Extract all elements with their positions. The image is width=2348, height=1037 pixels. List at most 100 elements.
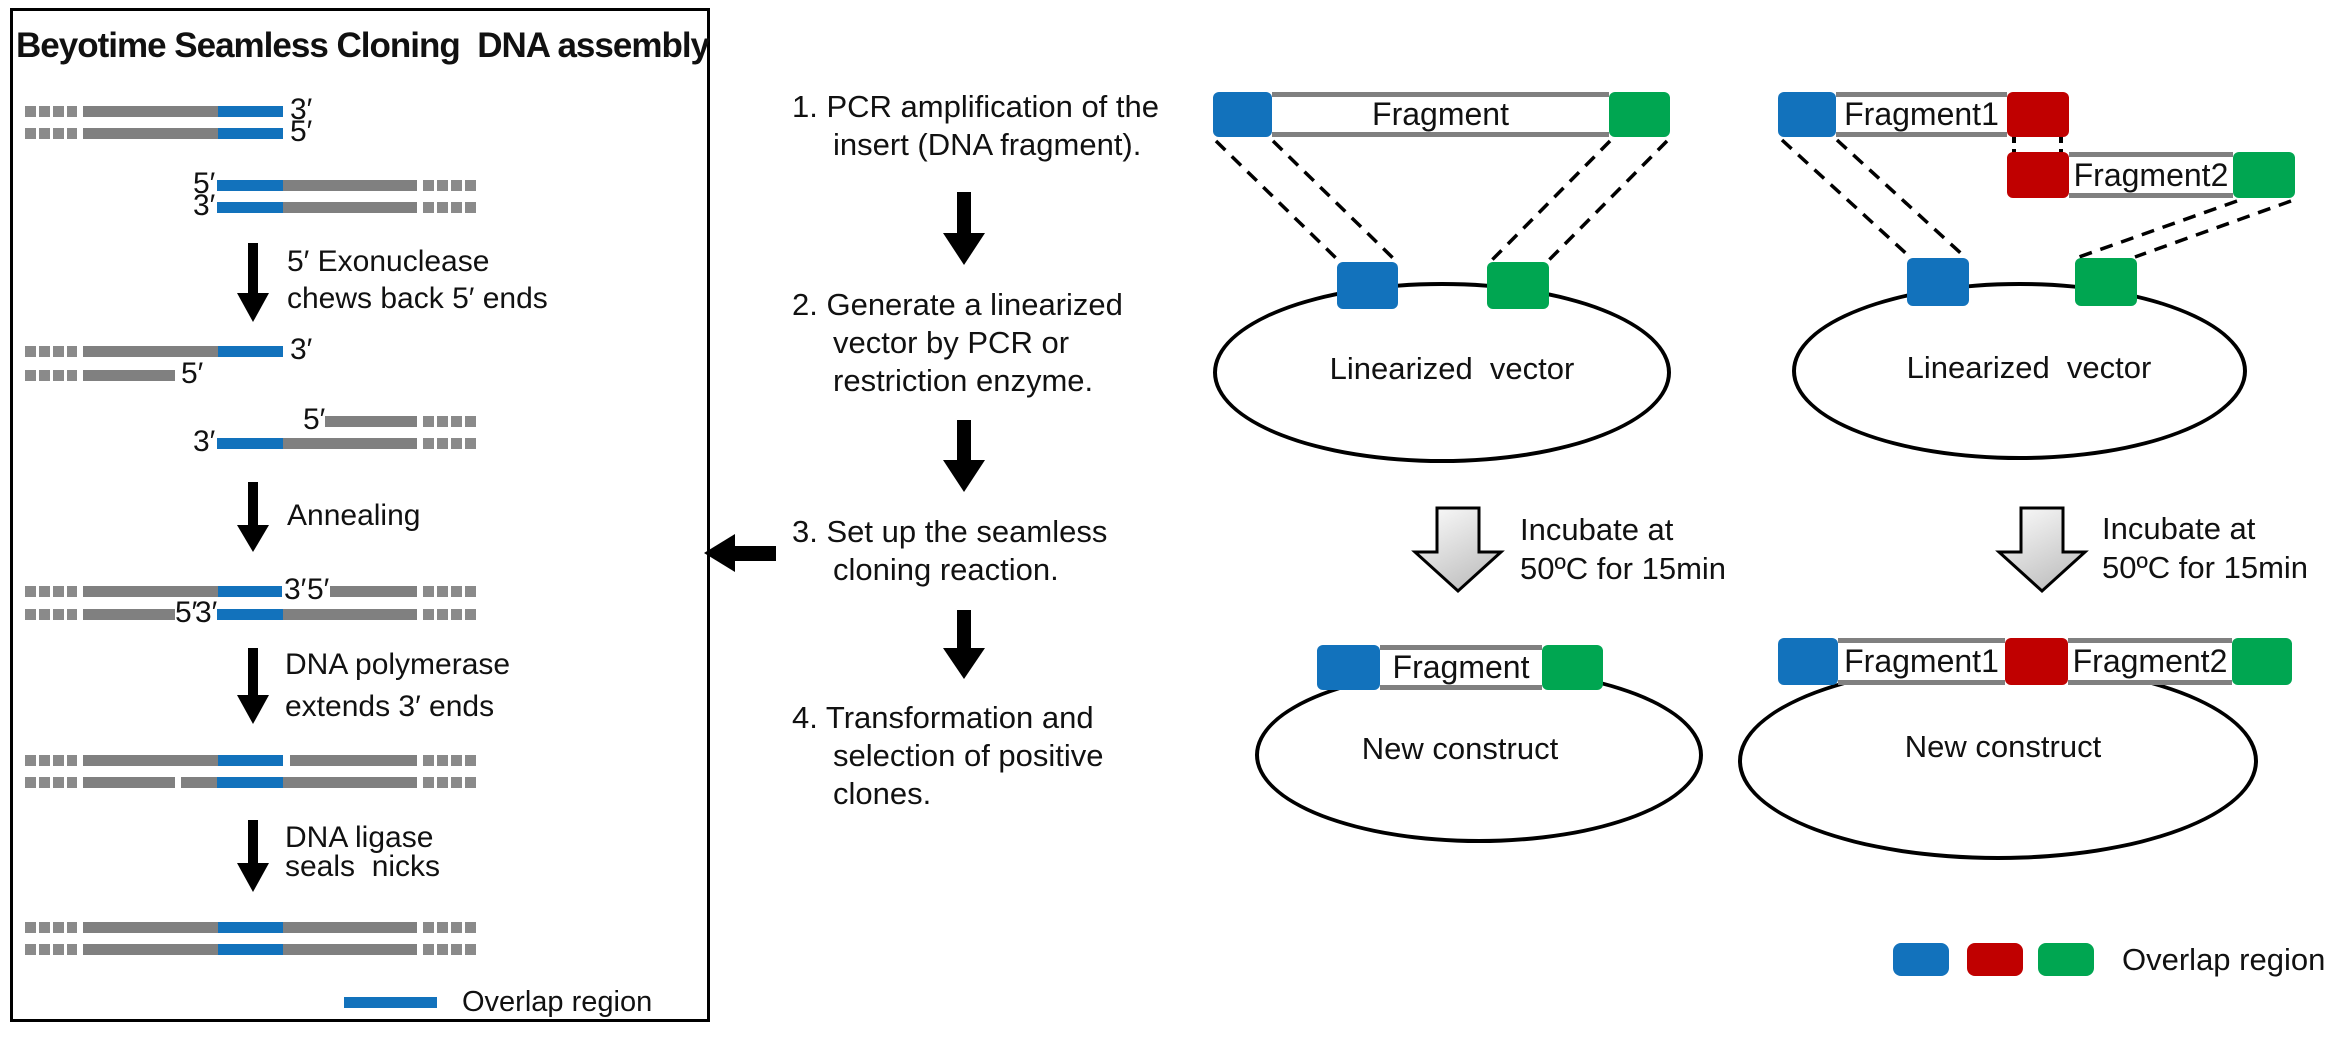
overlap-segment [218,922,283,933]
dna-strand-segment [83,755,218,766]
strand-dashes [25,755,77,766]
polymerase-label-line2: extends 3′ ends [285,690,495,723]
strand-dashes [423,438,478,449]
strand-dashes [25,609,77,620]
annealing-label: Annealing [287,499,421,532]
exonuclease-label-line2: chews back 5′ ends [287,282,548,315]
protocol-step-4-line1: 4. Transformation and [792,700,1094,735]
strand-dashes [25,586,77,597]
legend-label: Overlap region [2122,942,2326,977]
incubate-block-arrow-icon [1411,506,1505,594]
protocol-step-1-line1: 1. PCR amplification of the [792,89,1160,124]
construct2-fragment2-bar: Fragment2 [2068,638,2232,685]
strand-end-label: 3′ [195,596,218,629]
mechanism-panel [10,8,710,1022]
strand-dashes [423,922,478,933]
overlap-segment [217,777,283,788]
fragment-green-overlap-square [1609,92,1670,137]
strand-end-label: 3′ [193,189,216,222]
dashed-guide-line [1780,138,1912,259]
strand-end-label: 3′ [290,333,313,366]
overlap-segment [218,586,282,597]
dna-strand-segment [283,777,417,788]
dna-strand-segment [325,416,417,427]
new-construct-label: New construct [1361,731,1559,766]
construct-blue-overlap-square [1317,645,1380,690]
dna-strand-segment [83,922,218,933]
overlap-segment [218,755,283,766]
strand-dashes [25,346,77,357]
strand-end-label: 5′ [181,357,204,390]
dna-strand-segment [83,370,175,381]
dna-strand-segment [283,202,417,213]
protocol-step-1-line2: insert (DNA fragment). [833,127,1142,162]
overlap-segment [217,202,283,213]
dna-strand-segment [290,755,417,766]
strand-dashes [423,944,478,955]
protocol-step-4-line3: clones. [833,776,932,811]
strand-dashes [423,777,478,788]
dna-strand-segment [181,777,217,788]
dna-strand-segment [283,180,417,191]
dashed-guide-line [1271,139,1398,263]
dna-strand-segment [283,922,417,933]
dashed-guide-line [1835,138,1967,259]
fragment1-red-overlap-square [2007,92,2069,137]
strand-dashes [423,416,478,427]
construct-fragment-label: Fragment [1392,649,1530,685]
vector-blue-overlap-square [1337,262,1398,309]
fragment1-label: Fragment1 [1844,96,1999,132]
overlap-segment [218,106,283,117]
fragment2-bar: Fragment2 [2069,152,2233,198]
legend-blue-swatch [1893,943,1949,976]
dashed-guide-line [2134,199,2292,259]
panel-title: Beyotime Seamless Cloning DNA assembly [16,26,710,65]
protocol-step-2-line2: vector by PCR or [833,325,1070,360]
construct2-fragment2-label: Fragment2 [2072,643,2228,679]
overlap-legend-label: Overlap region [462,986,653,1018]
vector2-green-overlap-square [2075,258,2137,306]
construct2-fragment1-bar: Fragment1 [1838,638,2005,685]
vector-green-overlap-square [1487,262,1549,309]
dna-strand-segment [283,609,417,620]
construct2-green-overlap-square [2232,638,2292,685]
fragment-label: Fragment [1372,96,1509,132]
fragment2-label: Fragment2 [2073,156,2229,193]
incubate2-label-line2: 50ºC for 15min [2102,550,2309,585]
fragment2-green-overlap-square [2233,152,2295,198]
protocol-step-2-line3: restriction enzyme. [833,363,1094,398]
down-arrow-icon [943,192,985,265]
linearized-vector2-ellipse [1792,282,2247,460]
strand-end-label: 5′ [175,596,198,629]
dna-strand-segment [83,944,218,955]
incubate2-label-line1: Incubate at [2102,511,2256,546]
protocol-step-2-line1: 2. Generate a linearized [792,287,1123,322]
incubate-block-arrow-icon [1995,506,2089,594]
strand-end-label: 5′ [290,115,313,148]
strand-dashes [423,202,478,213]
dashed-guide-line [1214,139,1341,263]
legend-green-swatch [2038,943,2094,976]
construct-green-overlap-square [1542,645,1603,690]
dna-strand-segment [83,106,218,117]
strand-dashes [423,609,478,620]
strand-dashes [25,944,77,955]
strand-end-label: 5′ [307,573,330,606]
overlap-segment [217,180,283,191]
strand-dashes [25,777,77,788]
down-arrow-icon [943,420,985,492]
left-arrow-icon [704,534,776,572]
strand-dashes [25,922,77,933]
strand-dashes [423,755,478,766]
fragment1-bar: Fragment1 [1836,92,2007,137]
fragment2-red-overlap-square [2007,152,2069,198]
overlap-segment [217,438,283,449]
overlap-segment [218,944,283,955]
construct2-red-overlap-square [2005,638,2068,685]
linearized-vector-ellipse [1213,282,1671,463]
protocol-step-4-line2: selection of positive [833,738,1104,773]
overlap-segment [218,128,283,139]
strand-end-label: 3′ [284,573,307,606]
strand-end-label: 5′ [303,403,326,436]
